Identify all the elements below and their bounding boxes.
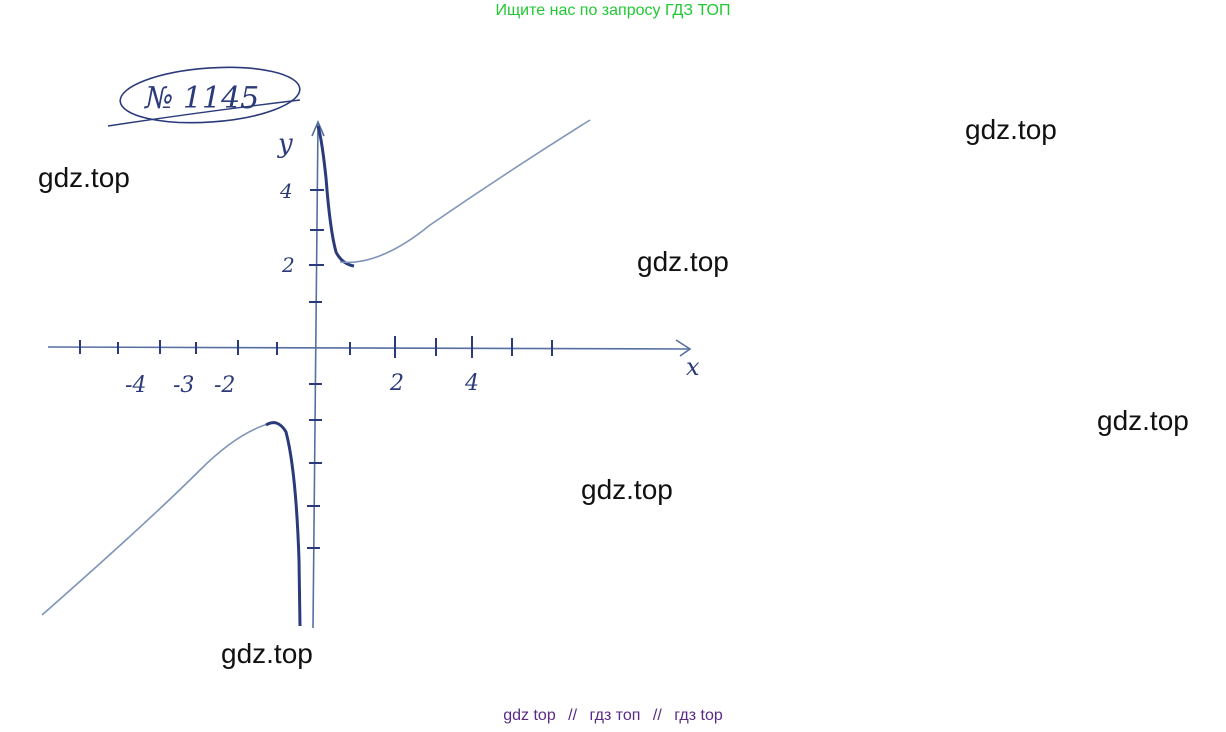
problem-number-badge: № 1145 [107,66,301,127]
x-axis-arrow [675,339,692,357]
footer-link-gdz-top-ru[interactable]: гдз топ [589,707,641,724]
y-axis-ticks [307,189,324,549]
coordinate-axes [47,119,692,629]
upper-branch [339,119,591,264]
watermark-text: gdz.top [581,474,673,505]
watermark-text: gdz.top [1097,405,1189,436]
search-hint-banner: Ищите нас по запросу ГДЗ ТОП [495,2,731,19]
watermark-text: gdz.top [221,638,313,669]
x-axis [47,346,691,350]
footer-separator: // [652,707,662,724]
y-axis-label: y [277,129,293,159]
y-axis [312,121,319,629]
watermark-text: gdz.top [637,246,729,277]
lower-branch [41,421,276,616]
x-tick-label: -3 [173,373,194,398]
y-axis-arrow [311,119,325,137]
x-tick-label: -4 [125,373,146,398]
lower-branch-steep [265,421,302,627]
x-tick-label: -2 [214,373,235,398]
x-axis-label: x [686,353,700,381]
problem-number-text: № 1145 [143,81,259,116]
y-tick-label: 4 [279,179,293,203]
upper-branch-steep [316,125,355,268]
x-tick-label: 4 [464,371,479,396]
watermark-text: gdz.top [965,114,1057,145]
watermark-text: gdz.top [38,162,130,193]
y-tick-label: 2 [281,253,295,277]
footer-link-gdz-top[interactable]: gdz top [503,707,556,724]
x-tick-label: 2 [389,371,404,396]
x-tick-labels: -4 -3 -2 2 4 [125,371,479,398]
graph-curves [41,119,591,627]
x-axis-ticks [79,336,553,358]
y-tick-labels: 4 2 [279,179,295,277]
footer-separator: // [568,707,578,724]
footer-links: gdz top // гдз топ // гдз top [0,707,1226,725]
footer-link-gdz-top-mixed[interactable]: гдз top [674,707,723,724]
